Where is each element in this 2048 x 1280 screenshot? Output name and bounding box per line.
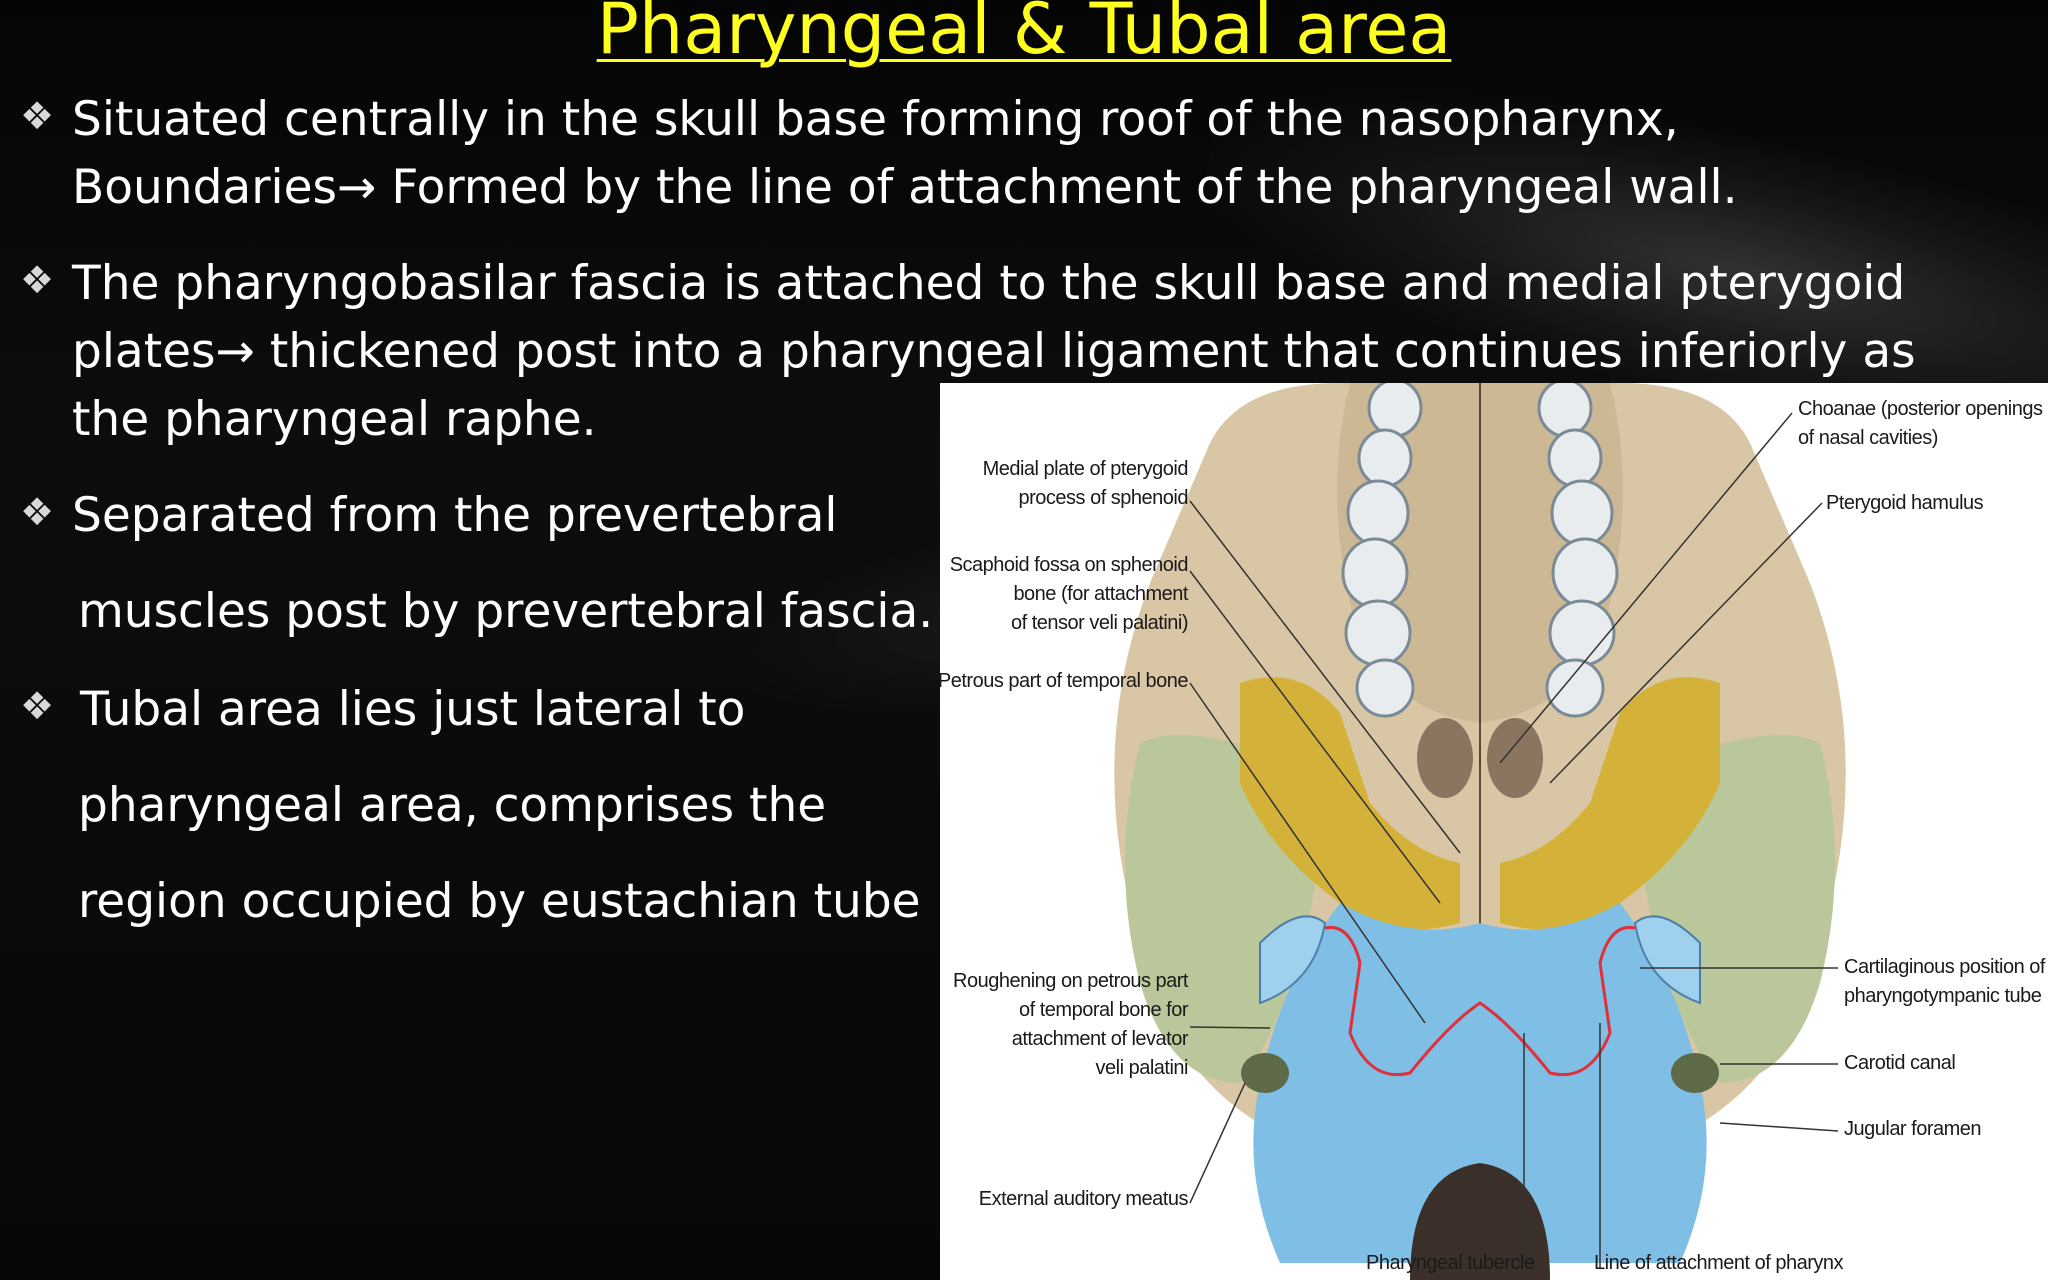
bullet-1: ❖ Situated centrally in the skull base fo… <box>20 82 1738 222</box>
occipital-bone <box>1253 903 1707 1263</box>
bullet-4-line-3: region occupied by eustachian tube <box>78 874 921 929</box>
label-scaphoid-fossa: Scaphoid fossa on sphenoid bone (for att… <box>949 551 1189 638</box>
label-external-auditory-meatus: External auditory meatus <box>978 1185 1189 1214</box>
carotid-canal-left <box>1241 1053 1289 1093</box>
label-scaphoid-fossa-line-2: bone (for attachment <box>1013 583 1188 605</box>
carotid-canal-right <box>1671 1053 1719 1093</box>
label-jugular-foramen-line-1: Jugular foramen <box>1844 1118 1982 1140</box>
label-external-auditory-line-1: External auditory meatus <box>978 1188 1189 1210</box>
bullet-1-line-1: Situated centrally in the skull base for… <box>72 92 1679 147</box>
label-roughening-line-4: veli palatini <box>1095 1057 1189 1079</box>
bullet-3: ❖ Separated from the prevertebral muscles… <box>20 464 933 660</box>
bullet-4-line-1: Tubal area lies just lateral to <box>80 682 746 737</box>
bullet-2-line-1: The pharyngobasilar fascia is attached t… <box>72 256 1906 311</box>
label-cartilaginous-position: Cartilaginous position of pharyngotympan… <box>1844 953 2045 1011</box>
leader-lines <box>1189 412 1839 1268</box>
label-cartilaginous-line-1: Cartilaginous position of <box>1844 956 2045 978</box>
teeth-left <box>1341 383 1423 718</box>
label-choanae: Choanae (posterior openings of nasal cav… <box>1798 395 2043 453</box>
label-jugular-foramen: Jugular foramen <box>1844 1115 1982 1144</box>
label-petrous-part: Petrous part of temporal bone <box>940 667 1189 696</box>
pharynx-attachment-line <box>1324 925 1636 1077</box>
bullet-3-line-1: Separated from the prevertebral <box>72 488 838 543</box>
label-pharyngeal-tubercle: Pharyngeal tubercle <box>1366 1252 1535 1274</box>
label-line-of-attachment: Line of attachment of pharynx <box>1594 1252 1844 1274</box>
label-carotid-canal-line-1: Carotid canal <box>1844 1052 1956 1074</box>
choana-left <box>1417 718 1473 798</box>
label-roughening-line-1: Roughening on petrous part <box>953 970 1188 992</box>
label-choanae-line-2: of nasal cavities) <box>1798 427 1938 449</box>
bullet-2: ❖ The pharyngobasilar fascia is attached … <box>20 246 1916 454</box>
label-roughening-line-3: attachment of levator <box>1011 1028 1189 1050</box>
label-scaphoid-fossa-line-3: of tensor veli palatini) <box>1011 612 1188 634</box>
bullet-symbol-icon: ❖ <box>20 258 55 302</box>
bullet-2-line-3: the pharyngeal raphe. <box>72 392 597 447</box>
label-pterygoid-hamulus-line-1: Pterygoid hamulus <box>1826 492 1984 514</box>
bullet-2-line-2: plates→ thickened post into a pharyngeal… <box>72 324 1916 379</box>
bullet-symbol-icon: ❖ <box>20 684 55 728</box>
bullet-1-line-2: Boundaries→ Formed by the line of attach… <box>72 160 1738 215</box>
bullet-symbol-icon: ❖ <box>20 94 55 138</box>
label-medial-plate-line-1: Medial plate of pterygoid <box>982 458 1189 480</box>
bullet-4: ❖ Tubal area lies just lateral to pharyng… <box>20 658 921 950</box>
label-pterygoid-hamulus: Pterygoid hamulus <box>1826 489 1984 518</box>
slide-title: Pharyngeal & Tubal area <box>596 0 1452 70</box>
skull-base-drawing <box>1114 383 1846 1280</box>
sphenoid-left <box>1240 677 1460 930</box>
label-cartilaginous-line-2: pharyngotympanic tube <box>1844 985 2042 1007</box>
tube-cartilage-right <box>1633 915 1701 1005</box>
choana-right <box>1487 718 1543 798</box>
label-roughening: Roughening on petrous part of temporal b… <box>953 967 1188 1083</box>
label-choanae-line-1: Choanae (posterior openings <box>1798 398 2043 420</box>
bullet-symbol-icon: ❖ <box>20 490 55 534</box>
bullet-3-line-2: muscles post by prevertebral fascia. <box>78 584 934 639</box>
label-scaphoid-fossa-line-1: Scaphoid fossa on sphenoid <box>949 554 1189 576</box>
tube-cartilage-left <box>1259 915 1327 1005</box>
sphenoid-right <box>1500 677 1720 930</box>
label-petrous-part-line-1: Petrous part of temporal bone <box>940 670 1189 692</box>
label-medial-plate-line-2: process of sphenoid <box>1018 487 1188 509</box>
label-carotid-canal: Carotid canal <box>1844 1049 1956 1078</box>
teeth-right <box>1537 383 1619 718</box>
bullet-4-line-2: pharyngeal area, comprises the <box>78 778 827 833</box>
label-roughening-line-2: of temporal bone for <box>1019 999 1188 1021</box>
skull-base-illustration: Medial plate of pterygoid process of sph… <box>940 383 2048 1280</box>
foramen-magnum <box>1410 1163 1550 1280</box>
label-medial-plate: Medial plate of pterygoid process of sph… <box>982 455 1189 513</box>
